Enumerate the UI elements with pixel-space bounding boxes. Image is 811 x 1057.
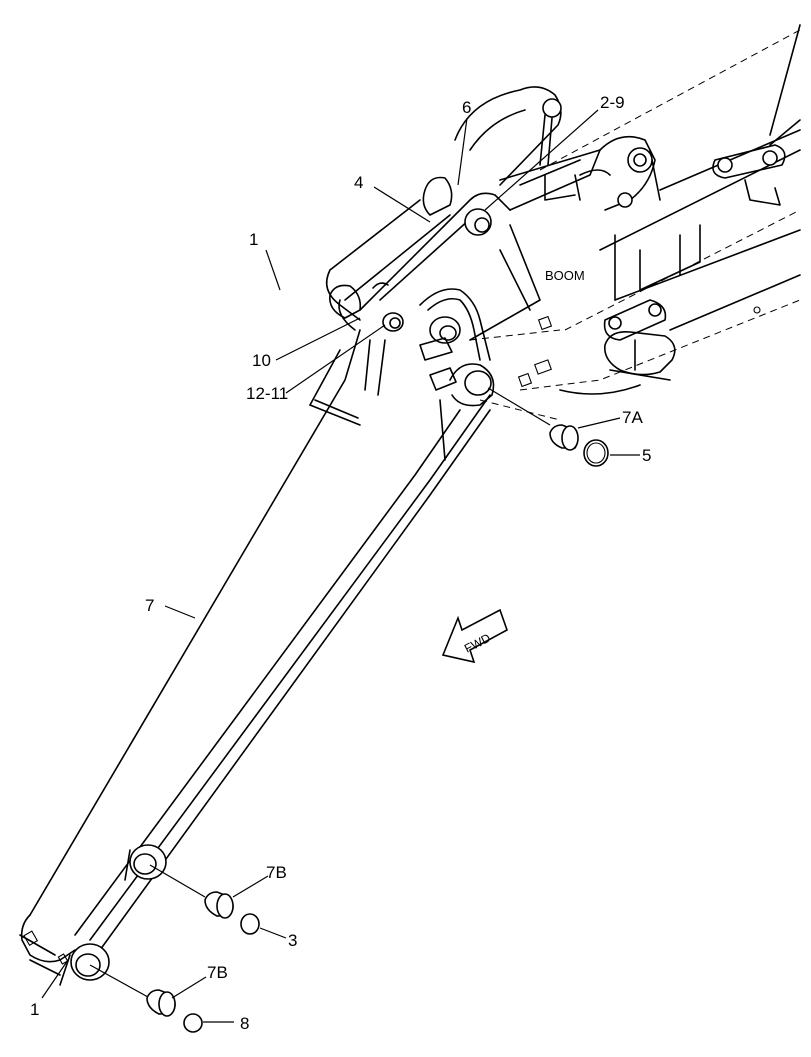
label-1-bottom: 1 bbox=[30, 1000, 39, 1019]
label-7: 7 bbox=[145, 596, 154, 615]
bushing-7B-upper bbox=[204, 891, 234, 919]
fwd-arrow-icon: FWD bbox=[441, 608, 508, 664]
ring-8 bbox=[183, 1013, 203, 1033]
ring-5 bbox=[583, 439, 609, 467]
label-4: 4 bbox=[354, 173, 363, 192]
label-12-11: 12-11 bbox=[246, 384, 288, 403]
bushing-7B-lower bbox=[146, 989, 176, 1017]
boom-label: BOOM bbox=[545, 268, 585, 283]
label-7A: 7A bbox=[622, 408, 643, 427]
label-7B-lower: 7B bbox=[207, 963, 228, 982]
label-10: 10 bbox=[252, 351, 271, 370]
boom-structure bbox=[517, 24, 801, 395]
stick-assembly bbox=[19, 86, 601, 986]
leader-lines bbox=[41, 109, 640, 1023]
label-8: 8 bbox=[240, 1014, 249, 1033]
label-3: 3 bbox=[288, 931, 297, 950]
part-labels: 1 4 6 2-9 10 12-11 7A 5 7 7B 3 7B 8 1 bbox=[30, 93, 651, 1033]
ring-3 bbox=[240, 913, 260, 935]
label-2-9: 2-9 bbox=[600, 93, 625, 112]
label-7B-upper: 7B bbox=[266, 863, 287, 882]
bushing-7A bbox=[549, 424, 579, 451]
label-6: 6 bbox=[462, 98, 471, 117]
label-1-top: 1 bbox=[249, 230, 258, 249]
label-5: 5 bbox=[642, 446, 651, 465]
